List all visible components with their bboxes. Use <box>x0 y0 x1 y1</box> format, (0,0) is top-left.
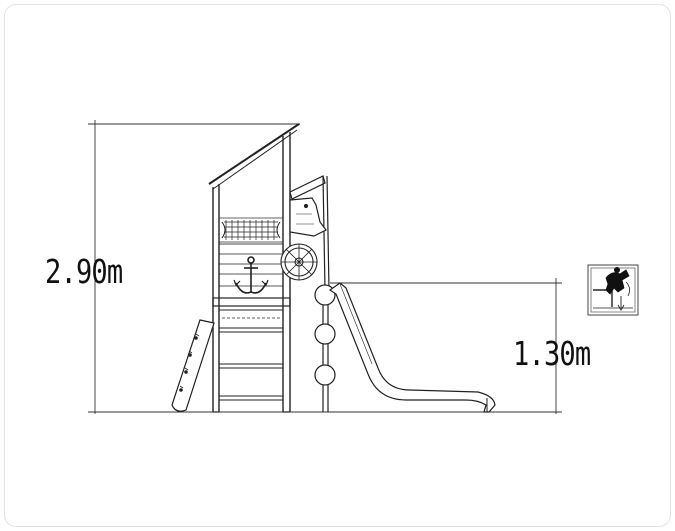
total-height-dimension <box>88 120 500 414</box>
drawing-card <box>4 4 671 527</box>
platform-height-dimension <box>330 278 562 414</box>
anchor-icon <box>233 256 269 294</box>
ladder <box>218 327 284 401</box>
platform-height-label: 1.30m <box>513 334 591 373</box>
climbing-wall <box>171 319 215 412</box>
slide-support <box>314 284 336 412</box>
telescope-decoration <box>289 175 330 291</box>
slide <box>328 282 496 413</box>
total-height-label: 2.90m <box>45 252 123 291</box>
platform <box>212 297 291 319</box>
steering-wheel <box>280 243 318 281</box>
roof <box>208 123 300 190</box>
net-panel <box>218 217 284 243</box>
free-fall-height-icon <box>587 264 639 316</box>
